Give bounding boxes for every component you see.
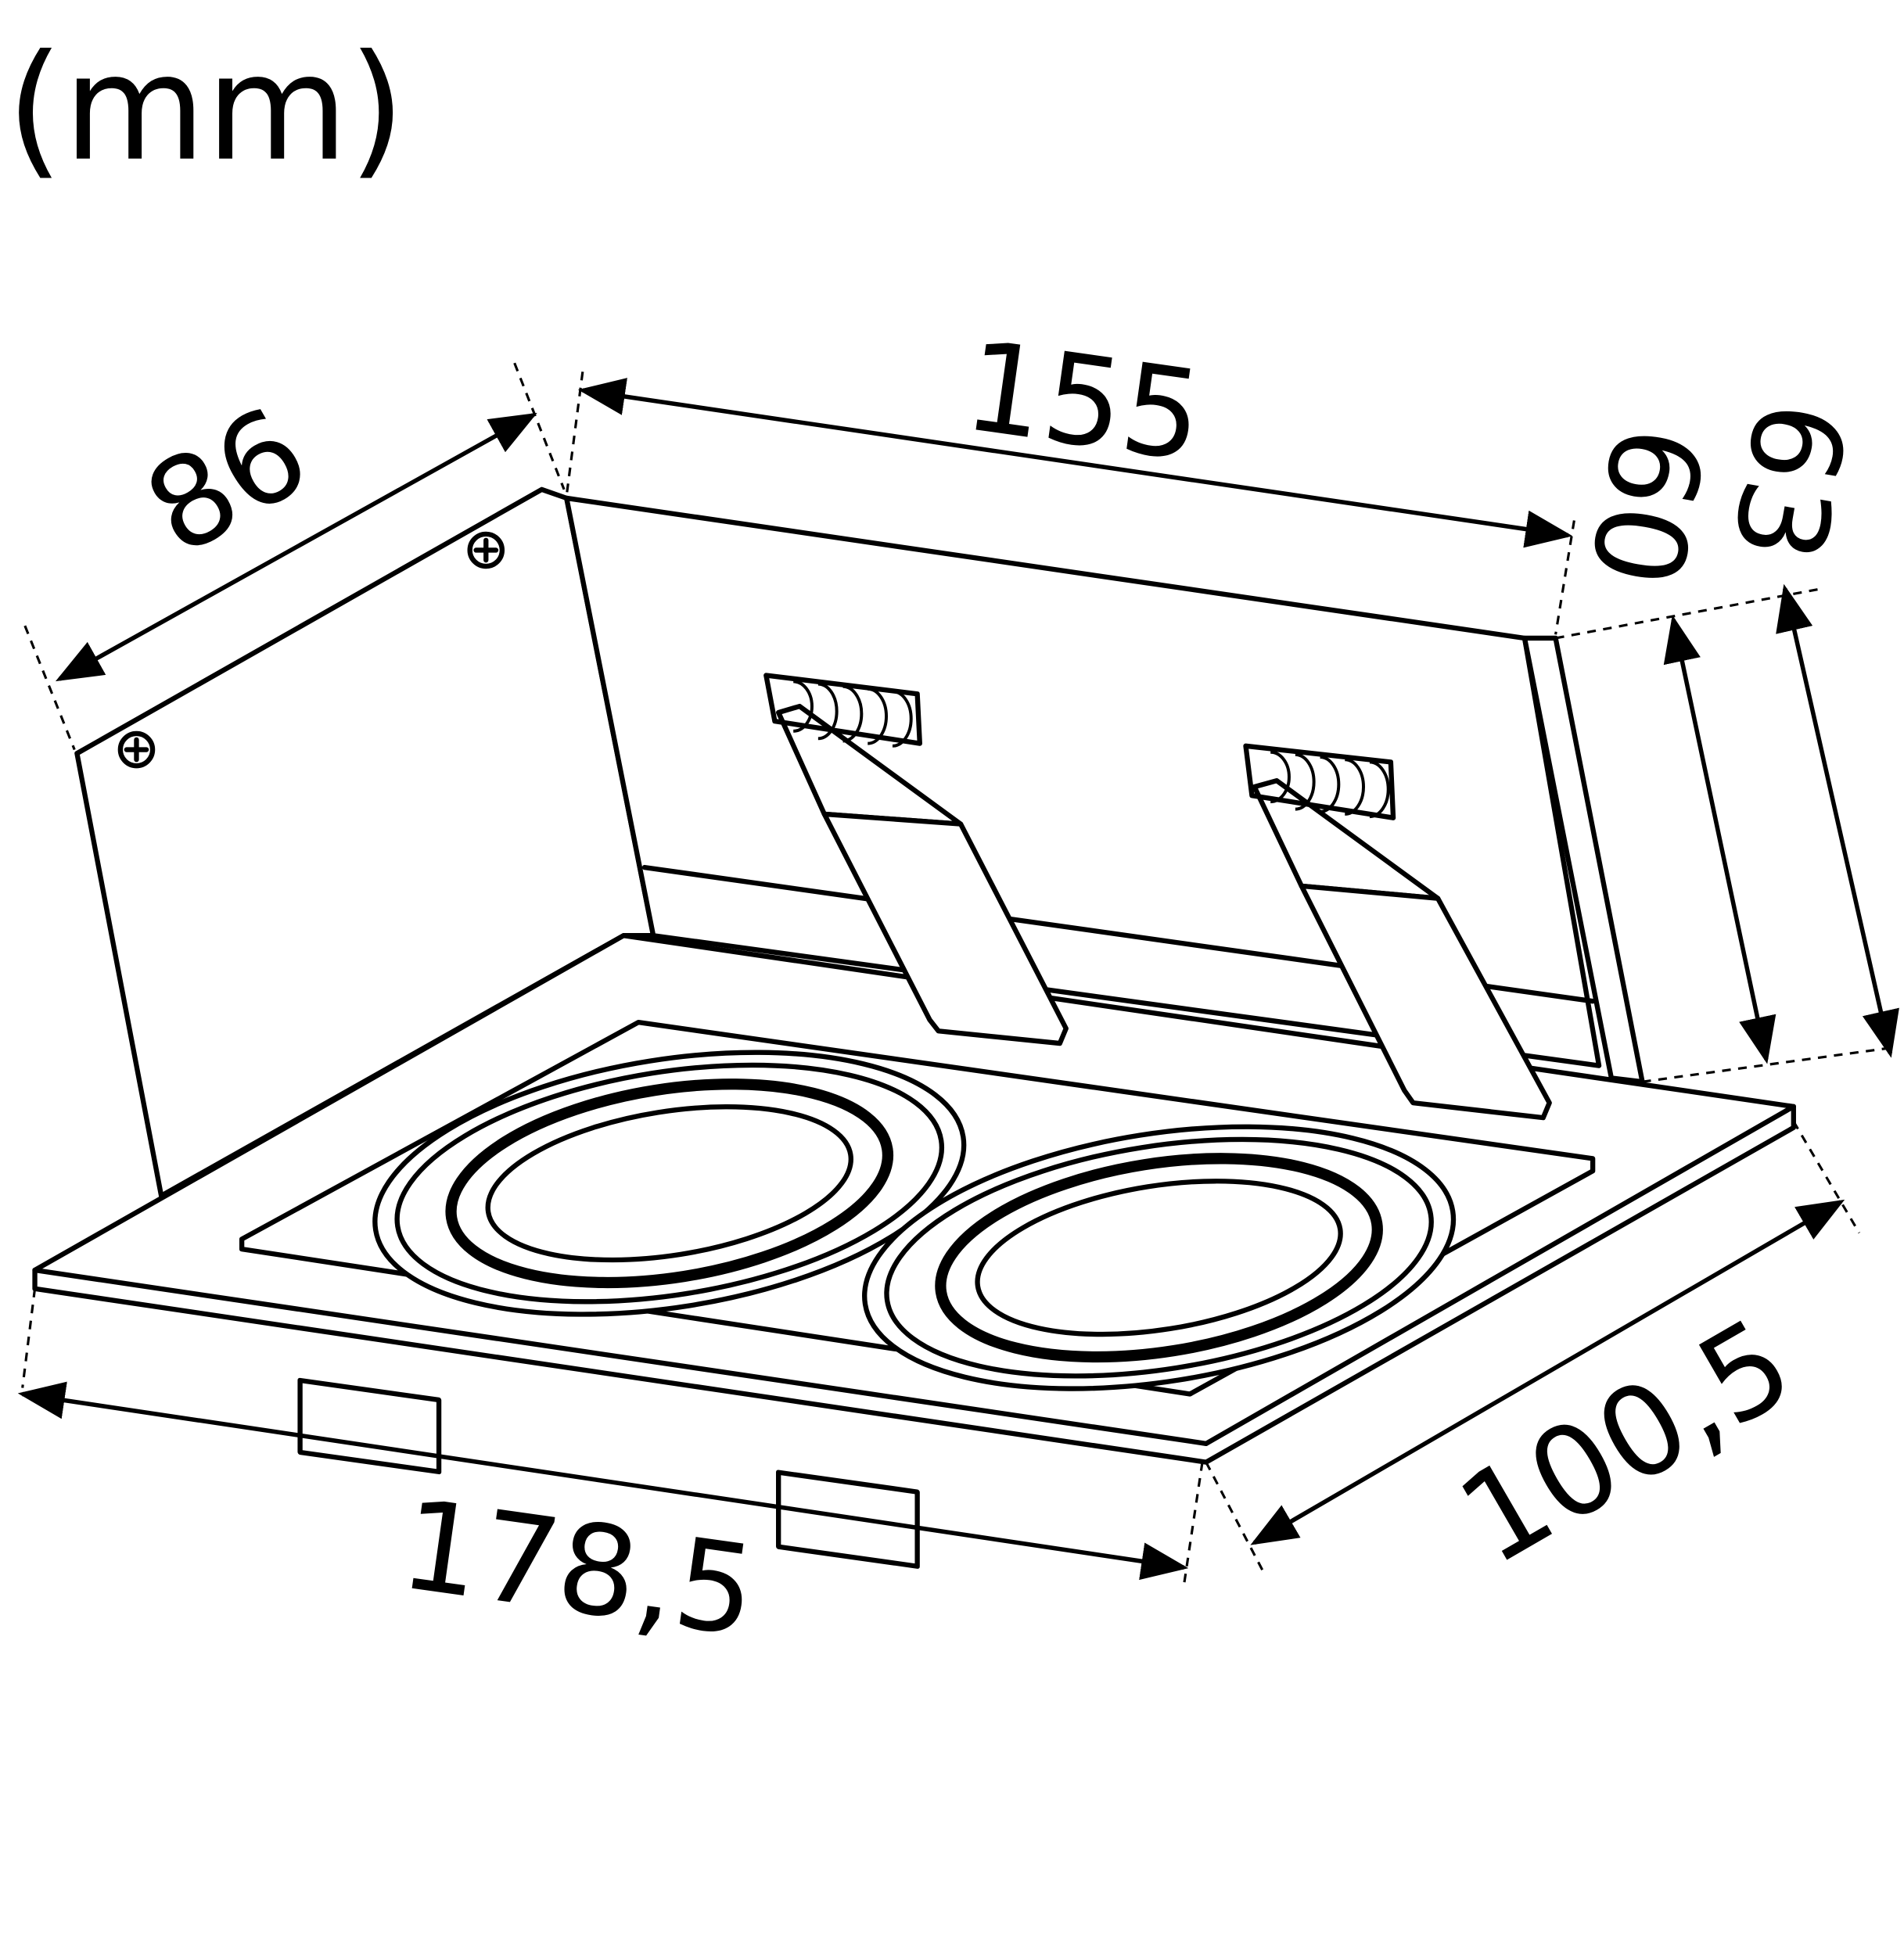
dimension-line-height-inner: [1663, 615, 1776, 1064]
screw-icon: [117, 730, 156, 769]
dimension-line-frame-depth: [1250, 1199, 1845, 1545]
label-height-inner: 60: [1561, 416, 1730, 596]
spring-clip-right: [1243, 743, 1552, 1121]
dimension-line-frame-width: [17, 1381, 1189, 1581]
label-frame-depth: 100,5: [1436, 1291, 1816, 1593]
dimension-line-width: [577, 378, 1573, 548]
label-depth: 86: [123, 380, 332, 583]
frame-tab: [297, 1377, 442, 1475]
label-width: 155: [957, 314, 1211, 490]
label-height-total: 63: [1704, 391, 1873, 571]
dimension-line-depth: [55, 412, 537, 682]
units-label: (mm): [6, 23, 405, 194]
lamp-ring-left: [372, 1050, 967, 1317]
dimension-line-height-total: [1776, 583, 1899, 1058]
spring-clip-left: [763, 673, 1069, 1046]
label-frame-width: 178,5: [393, 1473, 764, 1664]
